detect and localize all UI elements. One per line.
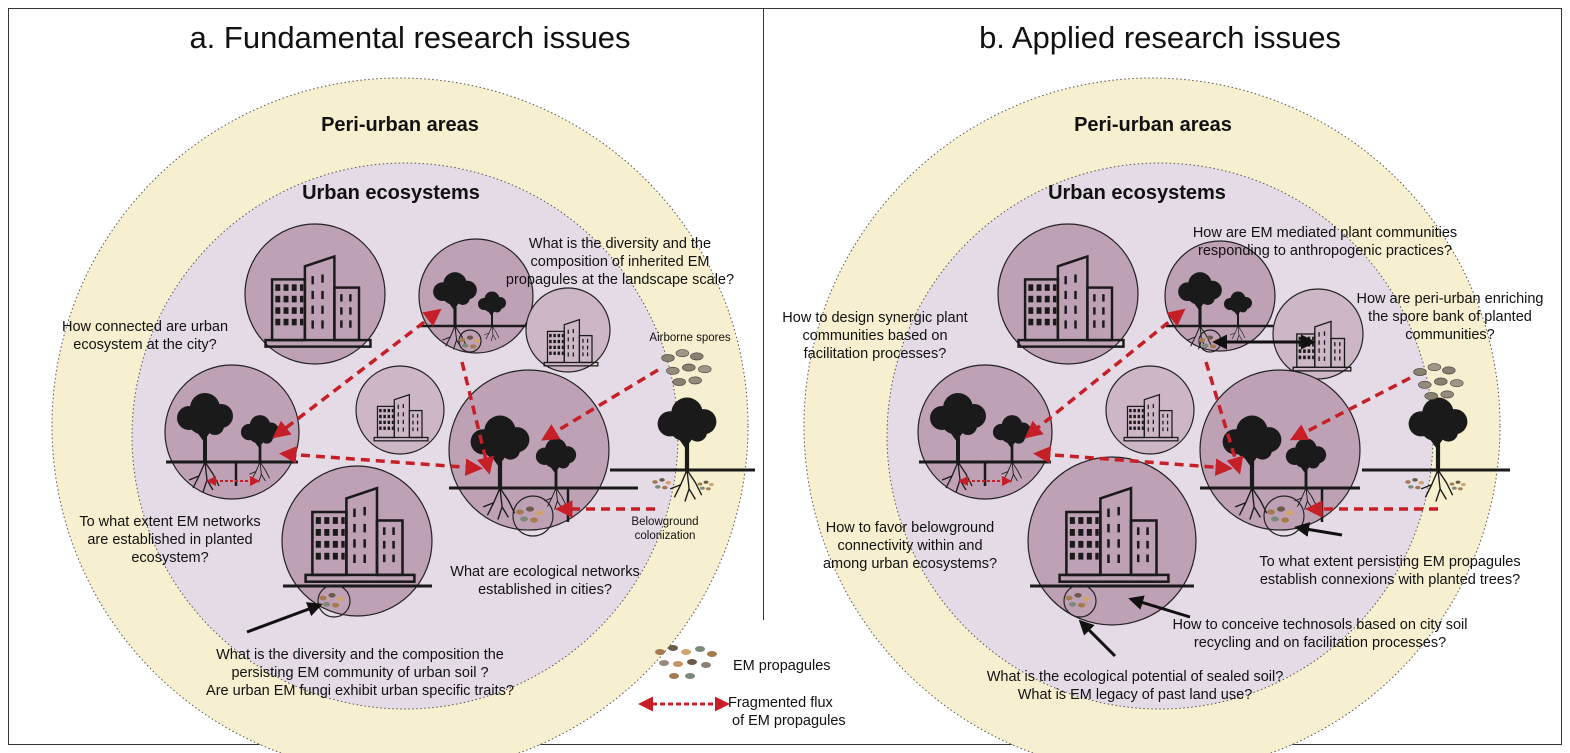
- airborne-spores-label: Airborne spores: [649, 332, 731, 344]
- legend: [638, 645, 730, 712]
- tree-circle-b3: [1199, 369, 1361, 531]
- tree-circle-b1: [1164, 240, 1276, 352]
- tree-circle-a1: [418, 238, 534, 354]
- legend-flux-label: Fragmented flux of EM propagules: [728, 695, 846, 729]
- panel-b-title: b. Applied research issues: [979, 20, 1341, 55]
- building-circle-b4: [1027, 456, 1197, 626]
- question-inherited-propagules: What is the diversity and the compositio…: [505, 236, 735, 288]
- question-ecological-networks: What are ecological networks established…: [450, 564, 640, 598]
- question-synergic-design: How to design synergic plant communities…: [782, 310, 968, 362]
- belowground-colonization-label: Belowground colonization: [631, 516, 699, 542]
- question-persisting-community: What is the diversity and the compositio…: [206, 647, 514, 699]
- question-technosols: How to conceive technosols based on city…: [1172, 617, 1468, 651]
- urban-label-a: Urban ecosystems: [302, 182, 480, 204]
- panel-a: [51, 77, 755, 753]
- peri-urban-label-a: Peri-urban areas: [321, 114, 479, 136]
- question-persisting-connexions: To what extent persisting EM propagules …: [1259, 554, 1521, 588]
- urban-label-b: Urban ecosystems: [1048, 182, 1226, 204]
- figure-frame: [8, 8, 1562, 745]
- building-circle-a4: [281, 465, 433, 617]
- question-em-networks-planted: To what extent EM networks are establish…: [79, 514, 261, 566]
- question-sealed-soil: What is the ecological potential of seal…: [986, 669, 1284, 703]
- question-mediated-communities: How are EM mediated plant communities re…: [1192, 225, 1458, 259]
- question-favor-connectivity: How to favor belowground connectivity wi…: [822, 520, 998, 572]
- panel-a-title: a. Fundamental research issues: [189, 20, 631, 55]
- panel-b: [803, 77, 1510, 753]
- propagule-icon: [655, 645, 717, 679]
- legend-propagules-label: EM propagules: [733, 658, 831, 674]
- peri-urban-label-b: Peri-urban areas: [1074, 114, 1232, 136]
- question-city-connectivity: How connected are urban ecosystem at the…: [61, 319, 229, 353]
- panel-divider: [763, 8, 764, 620]
- question-periurban-enriching: How are peri-urban enriching the spore b…: [1356, 291, 1544, 343]
- tree-circle-a3: [448, 369, 610, 531]
